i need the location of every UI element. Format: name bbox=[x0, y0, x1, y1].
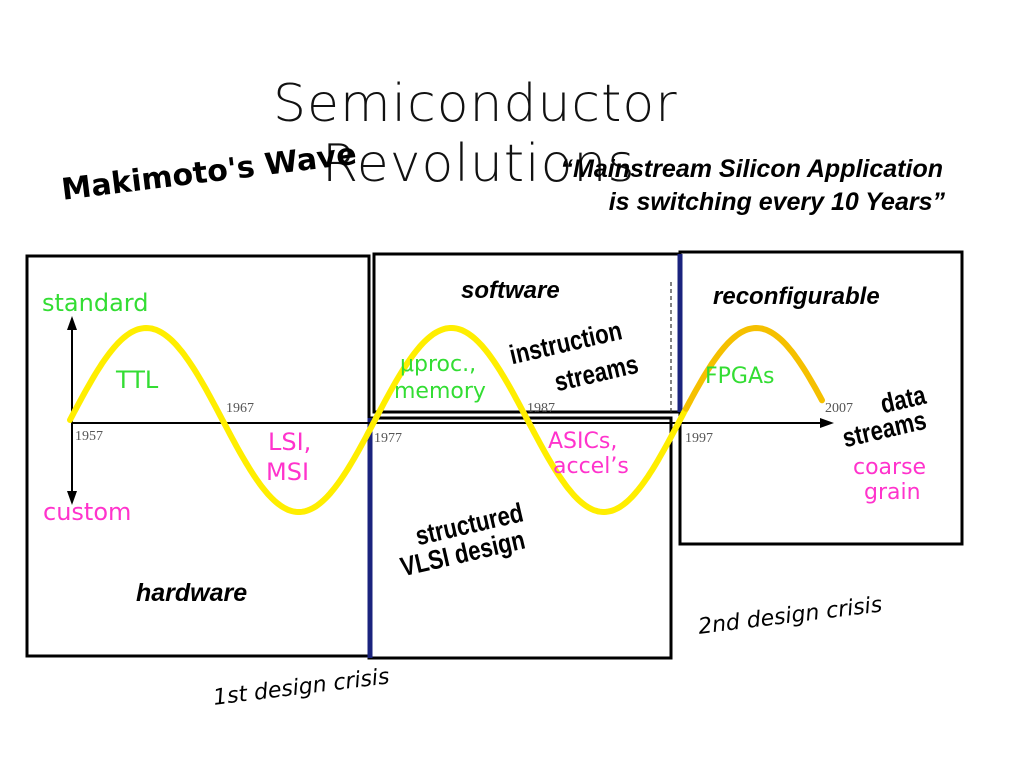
quote-line2: is switching every 10 Years” bbox=[608, 188, 945, 216]
phase-grain: grain bbox=[864, 480, 921, 505]
year-label: 2007 bbox=[825, 401, 853, 416]
page-title-line2: Revolutions bbox=[322, 134, 636, 194]
phase-fpgas: FPGAs bbox=[705, 364, 775, 389]
phase-memory: memory bbox=[394, 379, 486, 404]
box-title-reconfigurable: reconfigurable bbox=[713, 283, 880, 310]
box-title-hardware: hardware bbox=[136, 579, 248, 607]
phase-accels: accel’s bbox=[553, 454, 629, 479]
year-label: 1977 bbox=[374, 431, 402, 446]
arrow-up-icon bbox=[67, 316, 77, 330]
year-label: 1957 bbox=[75, 429, 103, 444]
box-title-software: software bbox=[461, 277, 560, 304]
phase-uproc: μproc., bbox=[400, 352, 477, 377]
phase-msi: MSI bbox=[266, 458, 310, 486]
wave-curve bbox=[67, 324, 693, 516]
year-label: 1997 bbox=[685, 432, 713, 446]
phase-lsi: LSI, bbox=[268, 428, 312, 456]
page-title: Semiconductor bbox=[273, 74, 678, 134]
arrow-right-icon bbox=[820, 418, 834, 428]
phase-asics: ASICs, bbox=[548, 429, 618, 454]
axis-label-standard: standard bbox=[42, 289, 149, 317]
arrow-down-icon bbox=[67, 491, 77, 505]
phase-coarse: coarse bbox=[853, 455, 927, 480]
axis-label-custom: custom bbox=[43, 498, 132, 526]
year-label: 1967 bbox=[226, 401, 254, 416]
quote-line1: “Mainstream Silicon Application bbox=[560, 155, 943, 183]
wave-curve-last bbox=[683, 324, 825, 412]
phase-ttl: TTL bbox=[116, 366, 159, 394]
year-label: 1987 bbox=[527, 401, 555, 416]
